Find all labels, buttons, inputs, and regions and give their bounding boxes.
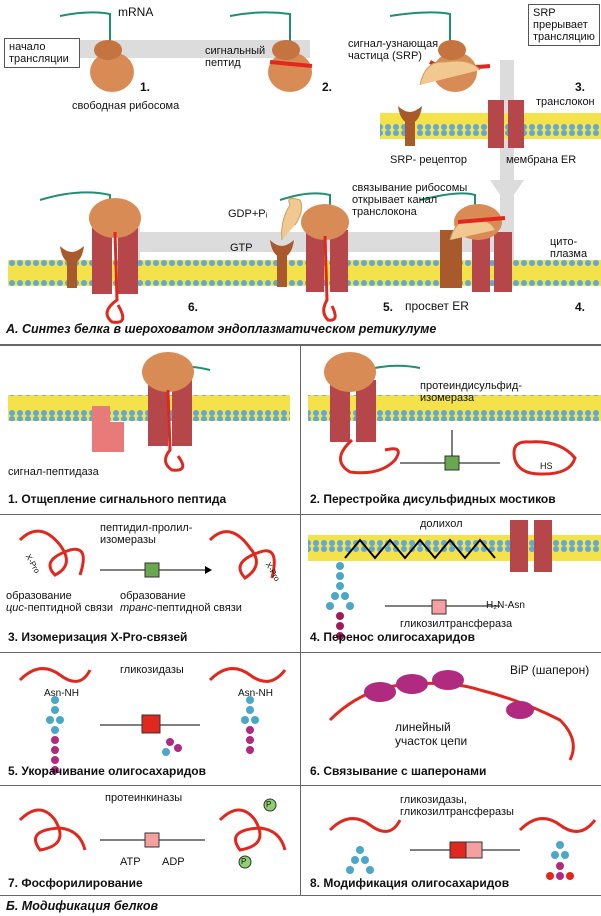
divider-a-b xyxy=(0,344,601,346)
label-cis-2: цис-пептидной связи xyxy=(6,602,113,614)
step-number-1: 1. xyxy=(140,80,151,94)
complex-6 xyxy=(60,198,141,324)
label-adp: ADP xyxy=(162,856,185,868)
label-binding-opens: связывание рибосомы открывает канал тран… xyxy=(352,182,468,218)
step-number-2: 2. xyxy=(322,80,333,94)
caption-panel-5: 5. Укорачивание олигосахаридов xyxy=(8,764,207,778)
label-p1: P xyxy=(266,800,272,809)
label-start-translation: начало трансляции xyxy=(4,38,80,68)
ribosome-1 xyxy=(90,40,134,92)
label-p2: P xyxy=(241,857,247,866)
ribosome-2 xyxy=(268,40,313,92)
label-gtp: GTP xyxy=(230,242,253,254)
label-gdp-pi: GDP+Pᵢ xyxy=(228,208,268,220)
label-cis-word: цис xyxy=(6,602,24,614)
caption-panel-2: 2. Перестройка дисульфидных мостиков xyxy=(310,492,556,506)
caption-panel-4: 4. Перенос олигосахаридов xyxy=(310,630,475,644)
label-dolichol: долихол xyxy=(420,518,463,530)
panel6-graphics xyxy=(328,670,575,761)
label-trans-2: транс-пептидной связи xyxy=(120,602,242,614)
label-er-lumen: просвет ER xyxy=(405,299,469,313)
label-srp: сигнал-узнающая частица (SRP) xyxy=(348,38,439,62)
panel1-complex xyxy=(92,352,194,472)
ribosome-3 xyxy=(419,40,491,92)
translocon-top xyxy=(488,100,524,148)
panel5-graphics xyxy=(18,667,287,774)
step-number-6: 6. xyxy=(188,300,199,314)
label-h2n-asn: H₂N-Asn xyxy=(486,600,525,611)
label-cis-1: образование xyxy=(6,590,72,602)
label-hs: HS xyxy=(540,461,553,471)
label-er-membrane: мембрана ER xyxy=(506,154,577,166)
label-cytoplasm: цито-плазма xyxy=(550,236,588,260)
label-trans-post: -пептидной связи xyxy=(152,602,242,614)
label-free-ribosome: свободная рибосома xyxy=(72,100,180,112)
label-translocon: транслокон xyxy=(536,96,595,108)
complex-5 xyxy=(270,197,349,322)
caption-panel-8: 8. Модификация олигосахаридов xyxy=(310,876,510,890)
label-kinases: протеинкиназы xyxy=(105,792,183,804)
section-a-title: A. Синтез белка в шероховатом эндоплазма… xyxy=(6,322,437,336)
step-number-5: 5. xyxy=(383,300,394,314)
label-pdi: протеиндисульфид-изомераза xyxy=(420,380,522,404)
label-mrna: mRNA xyxy=(118,5,154,19)
panel3-graphics xyxy=(18,529,276,580)
srp-receptor-top xyxy=(398,106,422,146)
section-b-title: Б. Модификация белков xyxy=(6,899,159,913)
label-glycosidases: гликозидазы xyxy=(120,664,184,676)
membrane-b4 xyxy=(308,535,601,561)
label-enzymes: гликозидазы, гликозилтрансферазы xyxy=(400,794,514,818)
caption-panel-1: 1. Отщепление сигнального пептида xyxy=(8,492,227,506)
label-trans-1: образование xyxy=(120,590,186,602)
divider-vertical xyxy=(300,346,301,895)
caption-panel-7: 7. Фосфорилирование xyxy=(8,876,143,890)
label-signal-peptidase: сигнал-пептидаза xyxy=(8,466,99,478)
label-cis-post: -пептидной связи xyxy=(23,602,113,614)
label-signal-peptide: сигнальный пептид xyxy=(205,45,266,69)
label-asn-nh-right: Asn-NH xyxy=(238,688,274,699)
label-glycosyltransferase: гликозилтрансфераза xyxy=(400,618,513,630)
step-number-4: 4. xyxy=(575,300,586,314)
label-atp: ATP xyxy=(120,856,141,868)
label-srp-stops: SRP прерывает трансляцию xyxy=(528,4,600,46)
label-bip: BiP (шаперон) xyxy=(510,663,590,677)
caption-panel-3: 3. Изомеризация X-Pro-связей xyxy=(8,630,188,644)
label-ppi: пептидил-пролил-изомеразы xyxy=(100,522,193,546)
label-srp-receptor: SRP- рецептор xyxy=(390,154,467,166)
panel2-complex xyxy=(324,352,577,476)
label-asn-nh-left: Asn-NH xyxy=(44,688,80,699)
label-trans-word: транс xyxy=(120,602,153,614)
caption-panel-6: 6. Связывание с шаперонами xyxy=(310,764,487,778)
panel7-graphics xyxy=(18,798,287,869)
step-number-3: 3. xyxy=(575,80,586,94)
panel4-graphics xyxy=(326,520,552,640)
panel8-graphics xyxy=(328,817,597,880)
label-linear: линейный участок цепи xyxy=(395,720,468,748)
divider-row4 xyxy=(0,895,601,896)
complex-4 xyxy=(440,204,512,292)
